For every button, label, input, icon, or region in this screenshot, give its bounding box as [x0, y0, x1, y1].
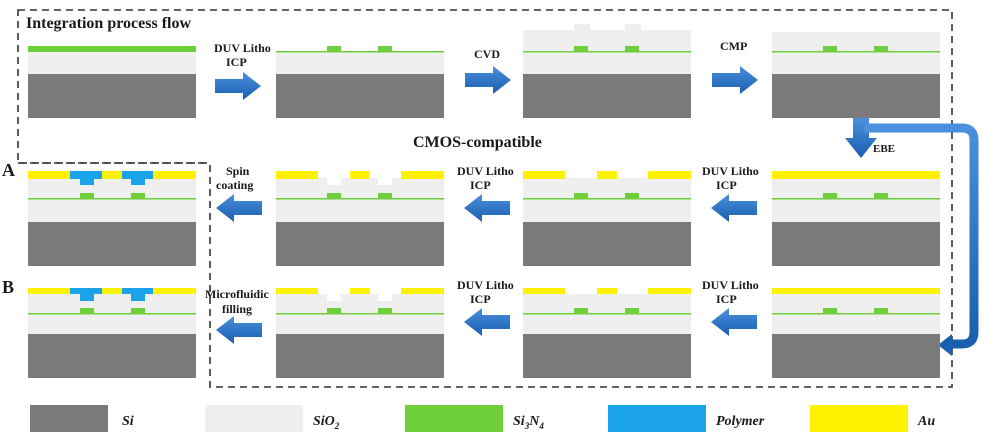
arrow-cmp	[712, 66, 758, 94]
cmos-label: CMOS-compatible	[413, 134, 542, 151]
legend-label-polymer: Polymer	[716, 414, 765, 429]
arrow-litho-1	[215, 72, 261, 100]
step-a-icp-1: ICP	[716, 178, 737, 192]
diagram-title: Integration process flow	[26, 15, 191, 32]
arrow-a-litho-1	[711, 194, 757, 222]
legend-swatch-polymer	[608, 405, 706, 432]
stack-b-filled	[28, 288, 196, 378]
step-a-duv-litho-1: DUV Litho	[702, 164, 759, 178]
stack-a-etched	[276, 171, 444, 266]
stack-after-cmp	[772, 32, 940, 118]
stack-b-litho	[523, 288, 691, 378]
row-label-b: B	[2, 277, 14, 297]
legend-swatch-au	[810, 405, 908, 432]
step-cmp: CMP	[720, 39, 747, 53]
step-b-icp-1: ICP	[716, 292, 737, 306]
legend-label-sio2: SiO2	[313, 414, 340, 431]
stack-a-litho	[523, 171, 691, 266]
step-duv-litho-1: DUV Litho	[214, 41, 271, 55]
step-coating: coating	[216, 178, 253, 192]
step-b-duv-litho-2: DUV Litho	[457, 278, 514, 292]
bracket-arrow-head	[938, 334, 952, 356]
legend-swatch-si3n4	[405, 405, 503, 432]
stack-after-litho	[276, 46, 444, 118]
arrow-b-litho-1	[711, 308, 757, 336]
legend-label-au: Au	[917, 414, 935, 429]
step-filling: filling	[222, 302, 252, 316]
stack-initial	[28, 46, 196, 118]
step-ebe: EBE	[873, 143, 895, 155]
step-microfluidic: Microfluidic	[205, 287, 269, 301]
arrow-a-litho-2	[464, 194, 510, 222]
step-spin: Spin	[226, 164, 250, 178]
step-icp-1: ICP	[226, 55, 247, 69]
step-b-icp-2: ICP	[470, 292, 491, 306]
arrow-b-fill	[216, 316, 262, 344]
row-label-a: A	[2, 160, 15, 180]
stack-a-ebe	[772, 171, 940, 266]
legend-swatch-sio2	[205, 405, 303, 432]
arrow-cvd	[465, 66, 511, 94]
stack-a-polymer	[28, 171, 196, 266]
step-cvd: CVD	[474, 47, 500, 61]
stack-b-etched	[276, 288, 444, 378]
legend-label-si: Si	[122, 414, 134, 429]
step-a-icp-2: ICP	[470, 178, 491, 192]
stack-after-cvd	[523, 24, 691, 118]
arrow-b-litho-2	[464, 308, 510, 336]
step-b-duv-litho-1: DUV Litho	[702, 278, 759, 292]
step-a-duv-litho-2: DUV Litho	[457, 164, 514, 178]
bracket-arrow	[864, 123, 979, 349]
integration-flow-frame	[17, 9, 953, 388]
legend-swatch-si	[30, 405, 108, 432]
legend: Si SiO2 Si3N4 Polymer Au	[30, 405, 935, 432]
stack-b-ebe	[772, 288, 940, 378]
arrow-a-spin	[216, 194, 262, 222]
legend-label-si3n4: Si3N4	[513, 414, 544, 431]
